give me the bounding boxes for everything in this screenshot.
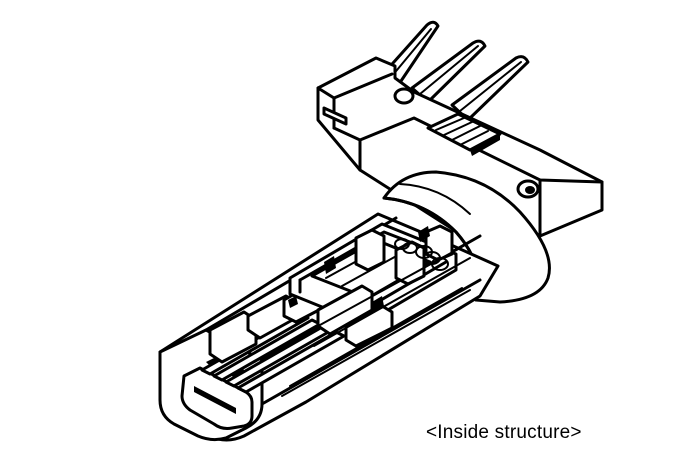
pin-header	[316, 20, 604, 260]
figure-caption: <Inside structure>	[426, 422, 582, 443]
inner-structure	[200, 222, 471, 394]
mounting-hole-left	[393, 87, 415, 105]
contacts	[200, 312, 346, 394]
post-left	[354, 228, 386, 272]
pins	[383, 20, 530, 122]
divider-left	[208, 310, 258, 364]
